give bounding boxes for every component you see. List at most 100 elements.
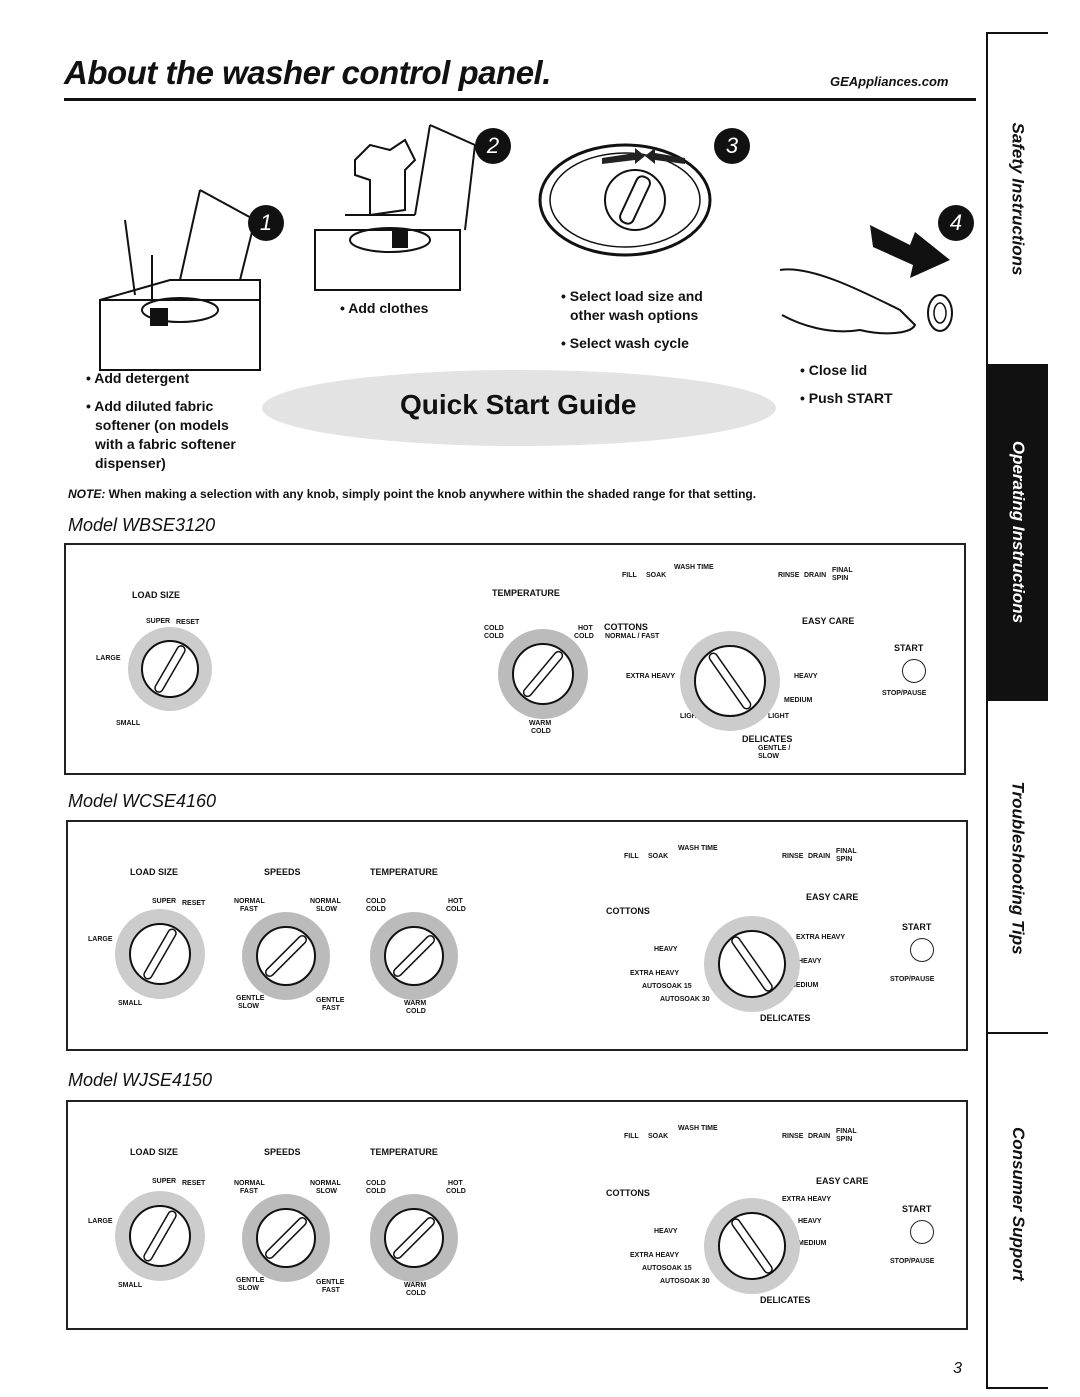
heavy-label: HEAVY [794,673,818,680]
bullet-select-load: • Select load size and [561,288,703,304]
temp-hot-label: HOT [578,625,593,632]
stop-pause-label: STOP/PAUSE [890,1258,935,1265]
start-button[interactable] [910,1220,934,1244]
temp-cold-label: COLD [484,633,504,640]
temperature-label: TEMPERATURE [370,867,438,877]
cycle-knob[interactable] [702,1196,802,1296]
delicates-label: DELICATES [760,1295,811,1305]
bullet-line: other wash options [570,307,699,323]
temp-hot-label: HOT [448,1180,463,1187]
extra-heavy-label: EXTRA HEAVY [782,1196,832,1203]
cottons-label: COTTONS [606,906,650,916]
start-label: START [894,643,924,653]
stop-pause-label: STOP/PAUSE [890,976,935,983]
delicates-label: DELICATES [742,734,793,744]
step-1-badge: 1 [248,205,284,241]
small-label: SMALL [116,720,141,727]
normal-fast-label: NORMAL / FAST [605,633,660,640]
timeline-fill: FILL [622,572,637,579]
gentle-slow-label: GENTLE / SLOW [758,745,791,760]
temp-cold-label: COLD [406,1008,426,1015]
quick-start-illustrations [99,124,953,371]
wash-time-label: WASH TIME [678,1125,718,1132]
cycle-knob[interactable] [678,629,782,733]
large-label: LARGE [88,1218,113,1225]
gentle-label: GENTLE [236,995,265,1002]
model-label-wjse4150: Model WJSE4150 [68,1070,213,1090]
heavy-label: HEAVY [798,958,822,965]
step-3-badge: 3 [714,128,750,164]
tab-troubleshooting-tips[interactable]: Troubleshooting Tips [986,699,1048,1034]
temp-cold-label: COLD [406,1290,426,1297]
load-size-label: LOAD SIZE [132,590,181,600]
timeline-soak: SOAK [648,853,669,860]
temperature-label: TEMPERATURE [492,588,560,598]
tab-label: Operating Instructions [1009,440,1029,623]
slow-label: SLOW [238,1285,259,1292]
temperature-knob[interactable] [368,1192,460,1284]
speeds-label: SPEEDS [264,1147,301,1157]
start-button[interactable] [902,659,926,683]
gentle-label: GENTLE [316,997,345,1004]
tab-label: Consumer Support [1009,1127,1029,1281]
timeline-rinse: RINSE [782,853,804,860]
temp-cold-label: COLD [484,625,504,632]
temp-cold-label: COLD [366,1180,386,1187]
easy-care-label: EASY CARE [816,1176,869,1186]
quick-start-oval [262,370,776,446]
bullet-line: with a fabric softener [95,436,236,452]
speeds-knob[interactable] [240,1192,332,1284]
reset-label: RESET [182,900,206,907]
extra-heavy-label: EXTRA HEAVY [796,934,846,941]
model-label-wcse4160: Model WCSE4160 [68,791,217,811]
model-label-wbse3120: Model WBSE3120 [68,515,216,535]
hand-pushing-start-illustration [779,225,953,335]
extra-heavy-label: EXTRA HEAVY [630,1252,680,1259]
heavy-label: HEAVY [654,1228,678,1235]
step-2-badge: 2 [475,128,511,164]
super-label: SUPER [152,1178,177,1185]
load-size-knob[interactable] [126,625,214,713]
autosoak-15-label: AUTOSOAK 15 [642,983,692,990]
cottons-label: COTTONS [606,1188,650,1198]
temperature-knob[interactable] [496,627,591,722]
cycle-knob[interactable] [702,914,802,1014]
light-label: LIGHT [680,713,701,720]
slow-label: SLOW [316,906,337,913]
page-title: About the washer control panel. [64,54,551,91]
fast-label: FAST [322,1005,340,1012]
note-text: NOTE: When making a selection with any k… [68,487,948,501]
tab-label: Troubleshooting Tips [1009,780,1028,955]
temp-cold-label: COLD [531,728,551,735]
speeds-label: SPEEDS [264,867,301,877]
start-label: START [902,1204,932,1214]
temp-cold-label: COLD [446,1188,466,1195]
temp-cold-label: COLD [446,906,466,913]
start-button[interactable] [910,938,934,962]
note-body: When making a selection with any knob, s… [105,487,757,501]
easy-care-label: EASY CARE [802,616,855,626]
load-size-knob[interactable] [113,907,208,1002]
timeline-final-spin: FINAL SPIN [836,848,857,863]
temp-cold-label: COLD [366,906,386,913]
timeline-fill: FILL [624,853,639,860]
extra-heavy-label: EXTRA HEAVY [630,970,680,977]
medium-label: MEDIUM [784,697,813,704]
tab-safety-instructions[interactable]: Safety Instructions [986,34,1048,364]
gentle-label: GENTLE [316,1279,345,1286]
load-size-label: LOAD SIZE [130,1147,179,1157]
site-url[interactable]: GEAppliances.com [830,74,949,89]
large-label: LARGE [96,655,121,662]
speeds-knob[interactable] [240,910,332,1002]
timeline-soak: SOAK [648,1133,669,1140]
medium-label: MEDIUM [798,1240,827,1247]
wash-time-label: WASH TIME [678,845,718,852]
tab-consumer-support[interactable]: Consumer Support [986,1032,1048,1374]
load-size-knob[interactable] [113,1189,208,1284]
tab-operating-instructions[interactable]: Operating Instructions [986,364,1048,699]
bullet-add-detergent: • Add detergent [86,370,190,386]
tab-label: Safety Instructions [1009,122,1029,276]
load-size-label: LOAD SIZE [130,867,179,877]
temperature-knob[interactable] [368,910,460,1002]
large-label: LARGE [88,936,113,943]
